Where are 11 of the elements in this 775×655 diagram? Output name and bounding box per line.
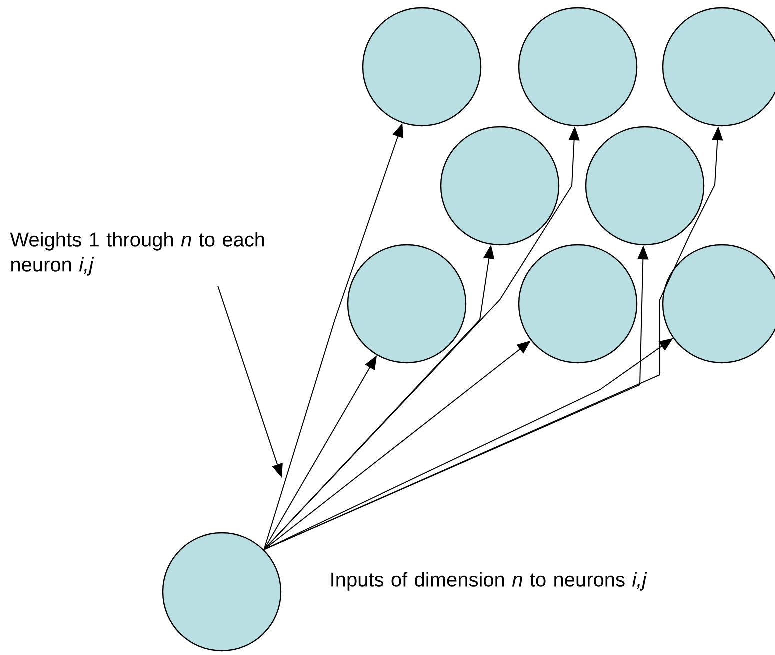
neuron-circle <box>518 244 638 364</box>
neuron-circle <box>362 7 482 127</box>
neuron-circle <box>662 7 775 127</box>
neuron-circle <box>162 532 282 652</box>
neuron-circle <box>518 7 638 127</box>
neuron-circle <box>585 126 705 246</box>
neuron-circle <box>662 244 775 364</box>
neuron-circle <box>440 126 560 246</box>
caption-text: Inputs of dimension n to neurons i,j <box>332 572 648 591</box>
neuron-circle <box>347 244 467 364</box>
label-text: Weights 1 through n to each neuron i,j <box>10 232 264 276</box>
